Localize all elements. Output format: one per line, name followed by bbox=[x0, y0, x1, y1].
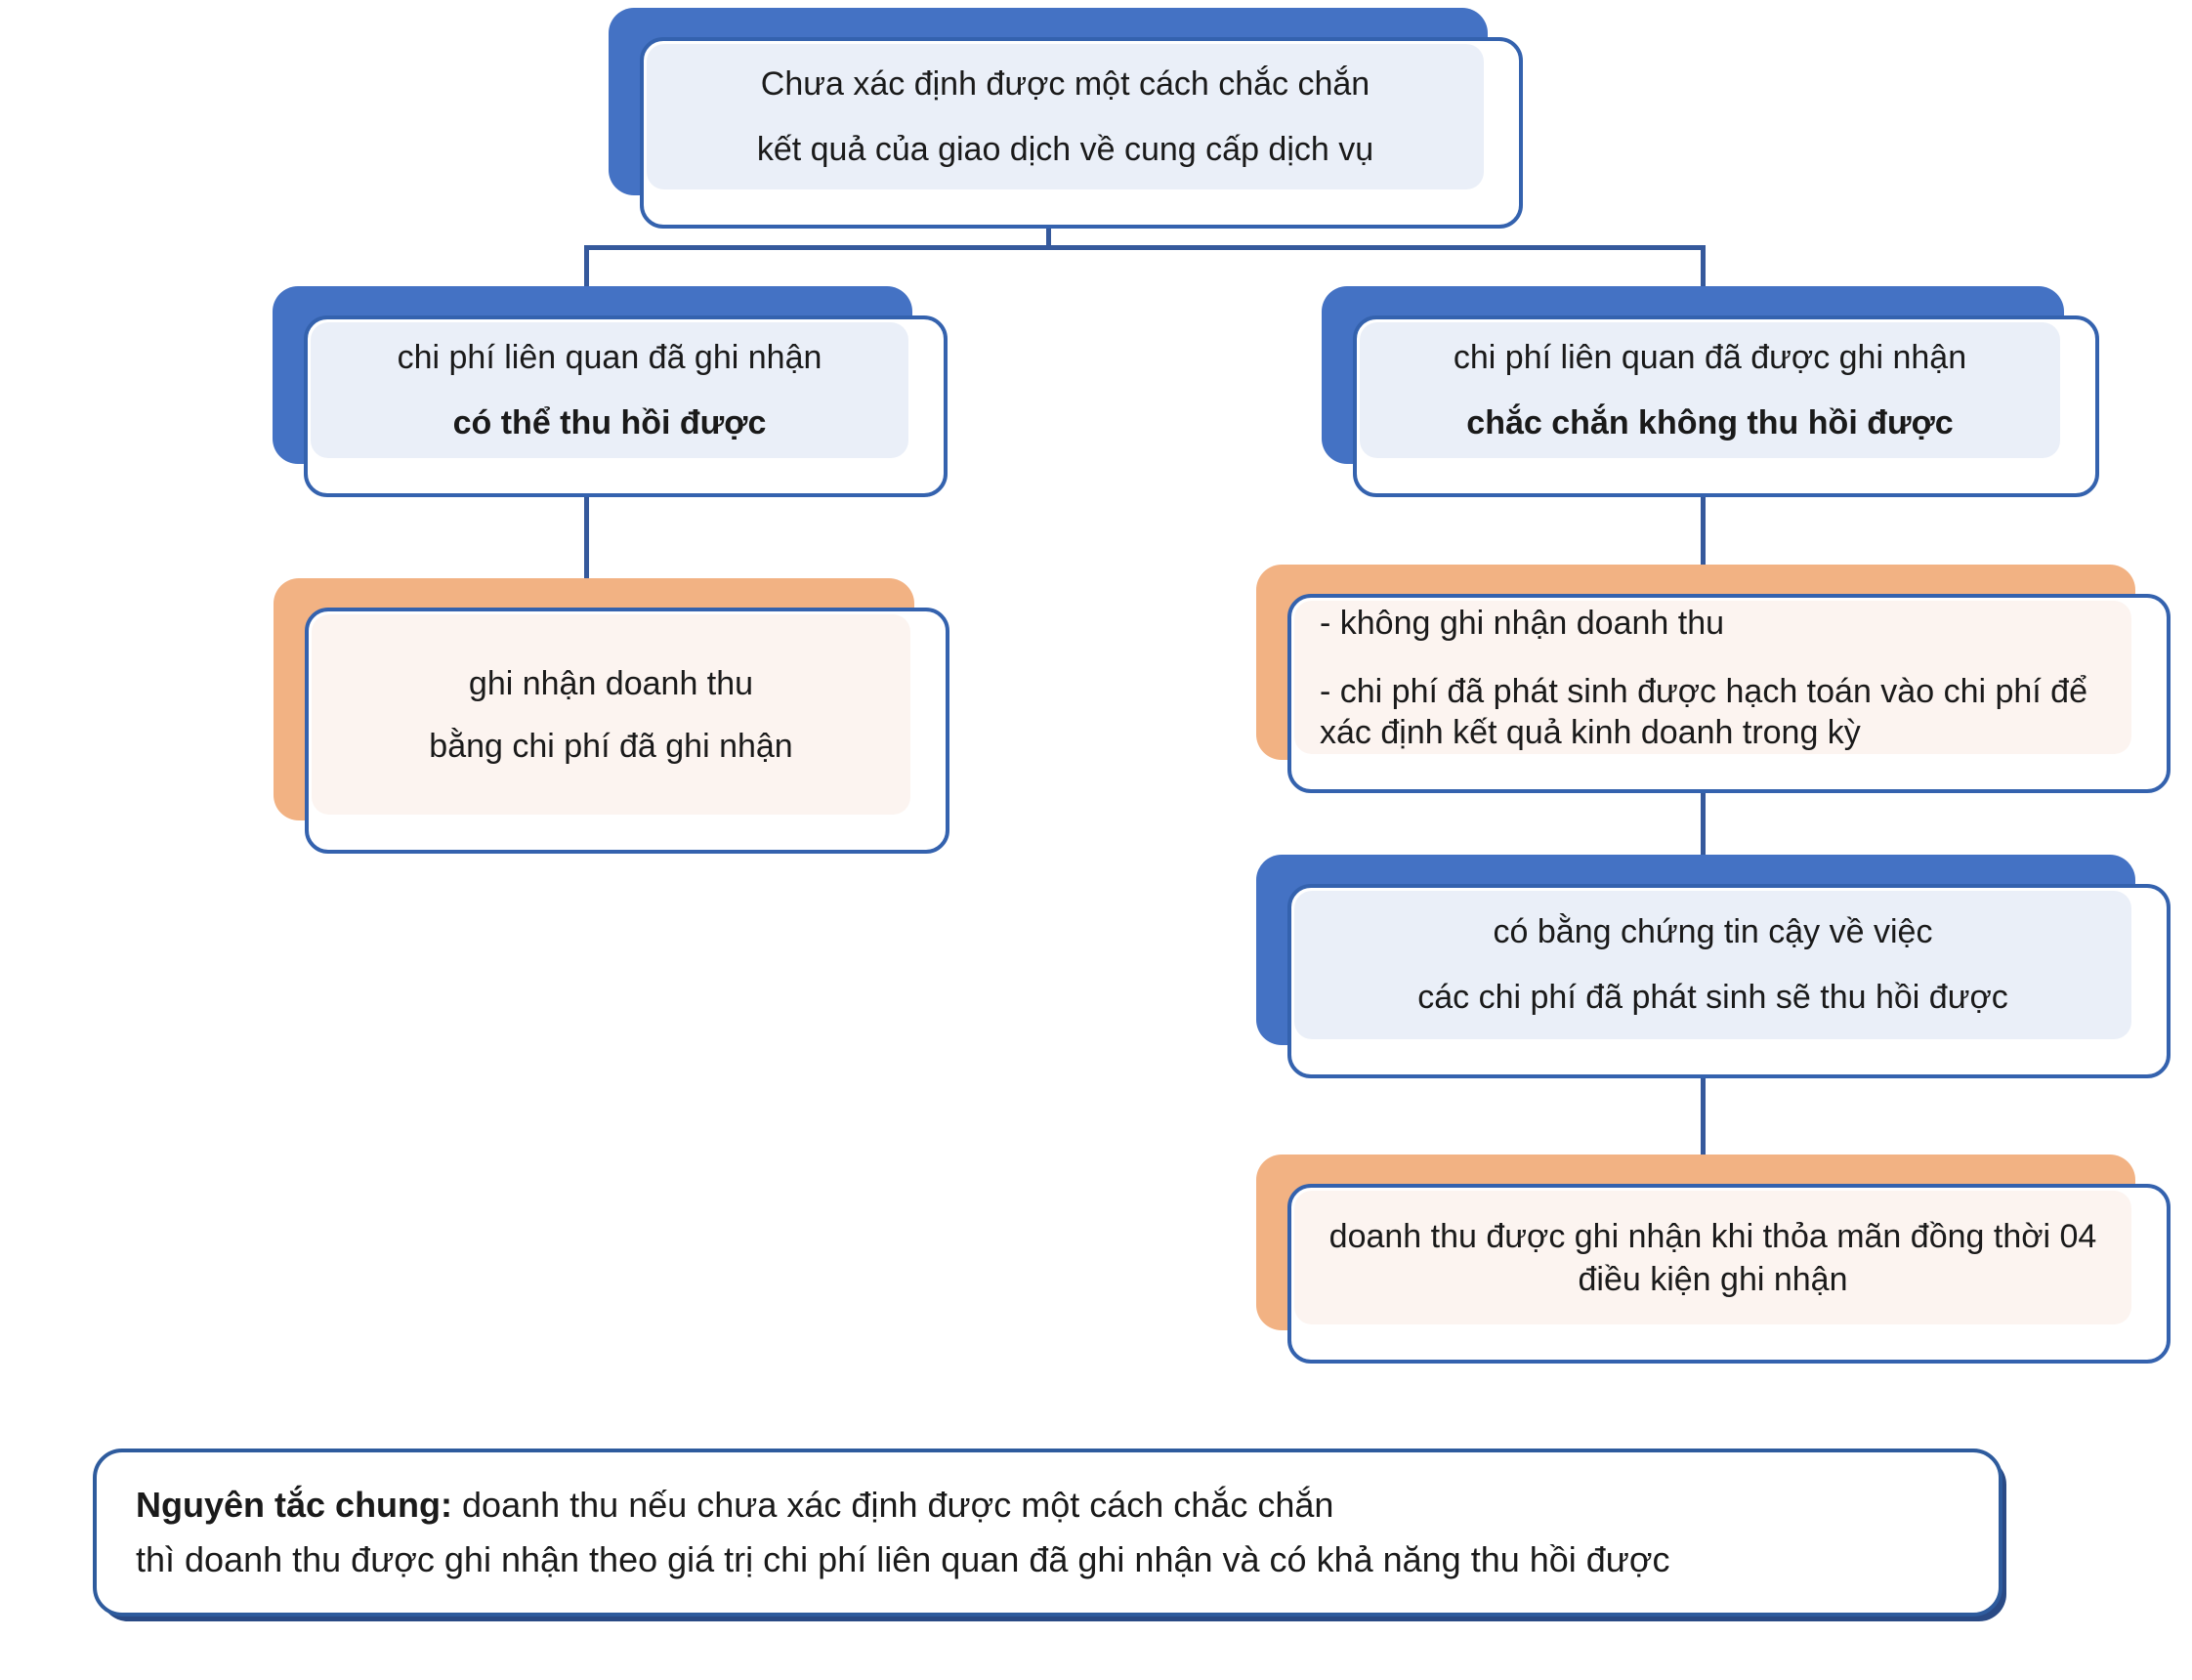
node-left-outcome-line1: ghi nhận doanh thu bbox=[468, 664, 754, 702]
node-right-outcome-fill: - không ghi nhận doanh thu - chi phí đã … bbox=[1294, 601, 2131, 754]
connector-right-condition-to-outcome bbox=[1701, 491, 1706, 567]
node-root-card: Chưa xác định được một cách chắc chắn kế… bbox=[640, 37, 1523, 229]
node-evidence: có bằng chứng tin cậy về việc các chi ph… bbox=[1256, 855, 2171, 1078]
connector-root-down bbox=[1046, 221, 1051, 250]
node-evidence-card: có bằng chứng tin cậy về việc các chi ph… bbox=[1287, 884, 2171, 1078]
node-root: Chưa xác định được một cách chắc chắn kế… bbox=[609, 8, 1523, 229]
node-right-outcome: - không ghi nhận doanh thu - chi phí đã … bbox=[1256, 565, 2171, 793]
connector-left-branch-down bbox=[584, 245, 589, 288]
node-right-outcome-card: - không ghi nhận doanh thu - chi phí đã … bbox=[1287, 594, 2171, 793]
node-left-outcome-line2: bằng chi phí đã ghi nhận bbox=[429, 727, 793, 765]
node-right-condition-fill: chi phí liên quan đã được ghi nhận chắc … bbox=[1360, 322, 2060, 458]
node-evidence-line2: các chi phí đã phát sinh sẽ thu hồi được bbox=[1417, 979, 2008, 1016]
node-right-condition-card: chi phí liên quan đã được ghi nhận chắc … bbox=[1353, 315, 2099, 497]
connector-evidence-to-final bbox=[1701, 1072, 1706, 1156]
node-root-line1: Chưa xác định được một cách chắc chắn bbox=[760, 64, 1370, 103]
connector-outcome-to-evidence bbox=[1701, 787, 1706, 858]
node-left-outcome-fill: ghi nhận doanh thu bằng chi phí đã ghi n… bbox=[312, 614, 910, 815]
principle-line2: thì doanh thu được ghi nhận theo giá trị… bbox=[136, 1539, 1670, 1579]
node-left-condition-line1: chi phí liên quan đã ghi nhận bbox=[397, 338, 822, 376]
node-right-outcome-bullet1: - không ghi nhận doanh thu bbox=[1320, 604, 1725, 642]
node-right-outcome-bullet2: - chi phí đã phát sinh được hạch toán và… bbox=[1320, 672, 2088, 751]
node-right-condition-line2: chắc chắn không thu hồi được bbox=[1466, 403, 1954, 441]
principle-label: Nguyên tắc chung: bbox=[136, 1485, 453, 1525]
node-final-outcome-fill: doanh thu được ghi nhận khi thỏa mãn đồn… bbox=[1294, 1191, 2131, 1324]
principle-line1-rest: doanh thu nếu chưa xác định được một các… bbox=[452, 1485, 1334, 1525]
connector-left-condition-to-outcome bbox=[584, 491, 589, 581]
node-final-outcome-text: doanh thu được ghi nhận khi thỏa mãn đồn… bbox=[1328, 1217, 2097, 1298]
node-root-fill: Chưa xác định được một cách chắc chắn kế… bbox=[647, 44, 1484, 189]
node-right-condition-line1: chi phí liên quan đã được ghi nhận bbox=[1453, 338, 1967, 376]
node-final-outcome-card: doanh thu được ghi nhận khi thỏa mãn đồn… bbox=[1287, 1184, 2171, 1364]
connector-branch-horizontal bbox=[584, 245, 1706, 250]
node-left-condition-line2: có thể thu hồi được bbox=[452, 403, 767, 441]
node-evidence-line1: có bằng chứng tin cậy về việc bbox=[1493, 913, 1933, 950]
node-left-outcome: ghi nhận doanh thu bằng chi phí đã ghi n… bbox=[274, 578, 949, 854]
node-left-condition: chi phí liên quan đã ghi nhận có thể thu… bbox=[273, 286, 948, 497]
node-final-outcome: doanh thu được ghi nhận khi thỏa mãn đồn… bbox=[1256, 1155, 2171, 1364]
principle-box: Nguyên tắc chung: doanh thu nếu chưa xác… bbox=[93, 1449, 2002, 1617]
node-left-condition-fill: chi phí liên quan đã ghi nhận có thể thu… bbox=[311, 322, 908, 458]
node-left-condition-card: chi phí liên quan đã ghi nhận có thể thu… bbox=[304, 315, 948, 497]
node-evidence-fill: có bằng chứng tin cậy về việc các chi ph… bbox=[1294, 891, 2131, 1039]
principle-line1: Nguyên tắc chung: doanh thu nếu chưa xác… bbox=[136, 1478, 1960, 1533]
node-left-outcome-card: ghi nhận doanh thu bằng chi phí đã ghi n… bbox=[305, 608, 949, 854]
connector-right-branch-down bbox=[1701, 245, 1706, 288]
node-right-condition: chi phí liên quan đã được ghi nhận chắc … bbox=[1322, 286, 2099, 497]
node-root-line2: kết quả của giao dịch về cung cấp dịch v… bbox=[756, 130, 1374, 168]
